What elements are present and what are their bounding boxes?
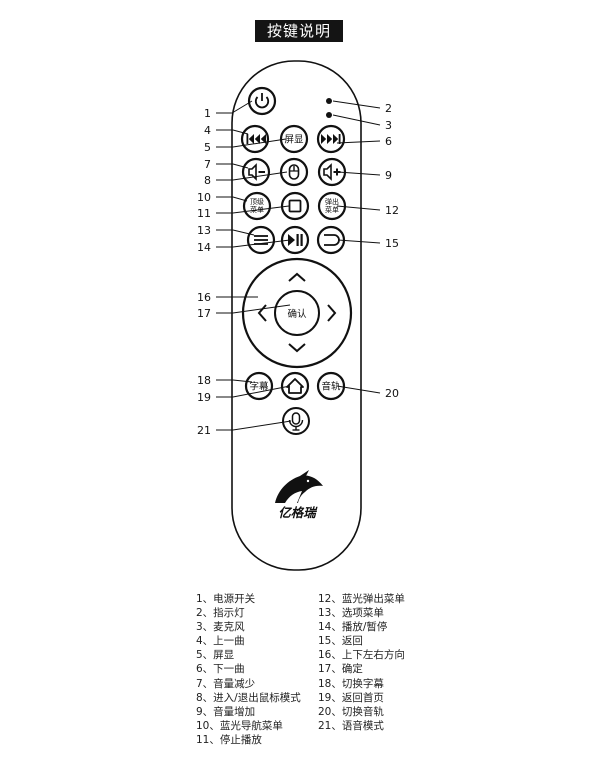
callout-16: 16 (197, 291, 211, 304)
callout-4: 4 (204, 124, 211, 137)
bluray-popup-menu-label-top: 弹出 (325, 197, 339, 206)
legend-item: 20、切换音轨 (318, 705, 384, 718)
callout-3: 3 (385, 119, 392, 132)
legend-item: 19、返回首页 (318, 691, 384, 704)
volume-down-button[interactable] (241, 157, 271, 187)
legend-item: 1、电源开关 (196, 593, 256, 605)
legend-left-column: 1、电源开关 2、指示灯 3、麦克风 4、上一曲 5、屏显 6、下一曲 7、音量… (196, 592, 301, 747)
page-title: 按键说明 (255, 20, 343, 42)
next-track-button[interactable] (316, 124, 346, 154)
legend-item: 8、进入/退出鼠标模式 (196, 691, 301, 704)
power-button[interactable] (247, 86, 277, 116)
stop-icon (288, 199, 302, 213)
legend-item: 7、音量减少 (196, 677, 256, 690)
subtitle-button[interactable]: 字幕 (244, 371, 274, 401)
legend-item: 18、切换字幕 (318, 677, 384, 690)
legend-item: 12、蓝光弹出菜单 (318, 593, 405, 605)
legend-item: 2、指示灯 (196, 607, 245, 620)
home-icon (286, 378, 304, 394)
chevron-left-icon (257, 304, 267, 322)
mouse-icon (288, 164, 300, 180)
callout-12: 12 (385, 204, 399, 217)
options-menu-button[interactable] (246, 225, 276, 255)
callout-9: 9 (385, 169, 392, 182)
microphone (326, 112, 332, 118)
legend-item: 11、停止播放 (196, 733, 262, 746)
home-button[interactable] (280, 371, 310, 401)
callout-11: 11 (197, 207, 211, 220)
brand-name: 亿格瑞 (278, 505, 318, 520)
confirm-label: 确认 (287, 308, 307, 320)
power-icon (254, 96, 270, 109)
callout-21: 21 (197, 424, 211, 437)
mouse-mode-button[interactable] (279, 157, 309, 187)
callout-13: 13 (197, 224, 211, 237)
legend-item: 14、播放/暂停 (318, 621, 388, 634)
indicator-light (326, 98, 332, 104)
legend-item: 9、音量增加 (196, 705, 256, 718)
legend-item: 17、确定 (318, 663, 363, 676)
play-pause-icon (288, 234, 303, 246)
legend-item: 16、上下左右方向 (318, 649, 405, 662)
legend-item: 4、上一曲 (196, 635, 245, 648)
previous-track-button[interactable] (240, 124, 270, 154)
callout-17: 17 (197, 307, 211, 320)
callout-20: 20 (385, 387, 399, 400)
legend-item: 5、屏显 (196, 649, 235, 662)
callout-numbers: 1 2 3 4 5 6 7 8 9 10 11 12 13 14 15 16 1… (197, 102, 399, 437)
callout-6: 6 (385, 135, 392, 148)
legend-item: 21、语音模式 (318, 719, 384, 732)
chevron-up-icon (288, 272, 306, 282)
callout-7: 7 (204, 158, 211, 171)
callout-15: 15 (385, 237, 399, 250)
bluray-nav-menu-label-top: 顶级 (250, 197, 264, 206)
subtitle-label: 字幕 (249, 381, 269, 393)
legend-item: 13、选项菜单 (318, 607, 384, 620)
chevron-right-icon (327, 304, 337, 322)
bluray-popup-menu-label-bottom: 菜单 (325, 205, 339, 214)
remote-diagram: 屏显 顶级 (216, 60, 381, 571)
callout-5: 5 (204, 141, 211, 154)
speaker-minus-icon (248, 163, 265, 181)
callout-18: 18 (197, 374, 211, 387)
screen-display-button[interactable]: 屏显 (279, 124, 309, 154)
legend-item: 15、返回 (318, 635, 363, 648)
callout-19: 19 (197, 391, 211, 404)
screen-display-label: 屏显 (284, 135, 304, 146)
audio-track-button[interactable]: 音轨 (316, 371, 346, 401)
legend-item: 6、下一曲 (196, 663, 245, 676)
confirm-button[interactable]: 确认 (274, 290, 320, 336)
previous-track-icon (246, 134, 266, 144)
callout-2: 2 (385, 102, 392, 115)
stop-button[interactable] (280, 191, 310, 221)
callout-14: 14 (197, 241, 211, 254)
legend-item: 3、麦克风 (196, 621, 245, 634)
callout-8: 8 (204, 174, 211, 187)
microphone-icon (288, 412, 304, 431)
callout-1: 1 (204, 107, 211, 120)
bluray-popup-menu-button[interactable]: 弹出 菜单 (317, 191, 347, 221)
next-track-icon (321, 134, 341, 144)
play-pause-button[interactable] (280, 225, 310, 255)
legend-right-column: 12、蓝光弹出菜单 13、选项菜单 14、播放/暂停 15、返回 16、上下左右… (318, 592, 405, 733)
speaker-plus-icon (323, 163, 341, 181)
callout-lines (216, 100, 381, 431)
callout-10: 10 (197, 191, 211, 204)
brand-logo: 亿格瑞 (275, 470, 323, 520)
legend-item: 10、蓝光导航菜单 (196, 719, 283, 732)
voice-button[interactable] (282, 407, 310, 435)
audio-track-label: 音轨 (321, 381, 341, 393)
chevron-down-icon (288, 343, 306, 353)
